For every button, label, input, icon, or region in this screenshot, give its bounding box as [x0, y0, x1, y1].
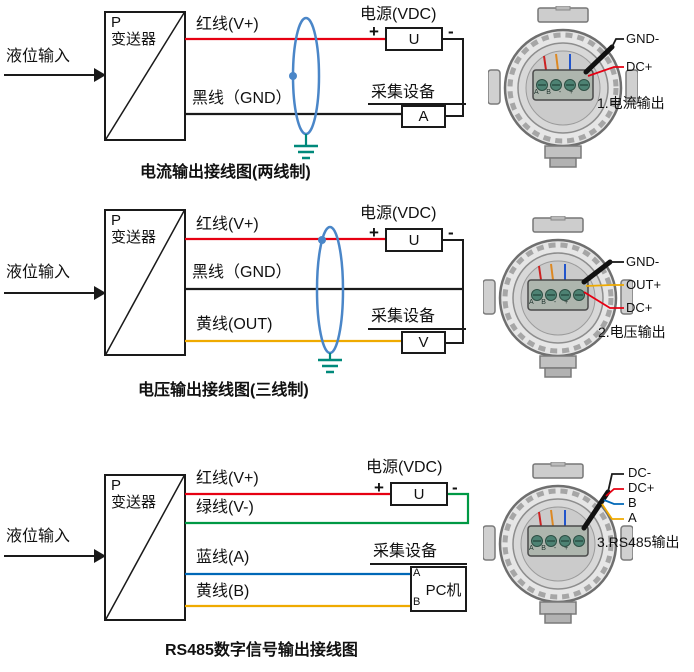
loop-return-wire: [443, 239, 464, 344]
transmitter-diagonal: [105, 210, 185, 355]
lead-wire-dc: [583, 291, 624, 309]
transmitter-name-label: 变送器: [111, 31, 157, 48]
voltage-output-diagram-lines: [4, 209, 633, 377]
input-label: 液位输入: [6, 528, 71, 545]
collector-title: 采集设备: [371, 308, 436, 325]
input-arrow-head: [94, 549, 106, 563]
lead-wire-dcplus: [605, 488, 624, 497]
device-cable-1: [583, 44, 615, 75]
power-supply-box: U: [385, 228, 443, 252]
power-plus-sign: +: [369, 22, 379, 41]
transmitter-p-label: P: [111, 477, 122, 494]
lead-label-gnd: GND-: [626, 31, 660, 46]
terminal-device-photo-2: [483, 216, 633, 377]
input-arrow-head: [94, 286, 106, 300]
input-arrow-head: [94, 68, 106, 82]
pc-label: PC机: [425, 581, 462, 599]
wire-label-red: 红线(V+): [196, 216, 259, 233]
wire-label-yellow: 黄线(B): [196, 583, 250, 600]
device-terminal-letters: A B - +: [529, 545, 572, 552]
diagram-caption-voltage: 电压输出接线图(三线制): [138, 382, 309, 399]
diagram-caption-rs485: RS485数字信号输出接线图: [165, 642, 358, 659]
power-unit-label: U: [408, 30, 420, 48]
lead-wire-dcminus: [607, 473, 624, 493]
wire-label-red: 红线(V+): [196, 16, 259, 33]
pc-port-a-label: A: [413, 567, 421, 579]
transmitter-name-label: 变送器: [111, 229, 157, 246]
power-unit-label: U: [413, 485, 425, 503]
device-cable-3: [581, 489, 611, 531]
loop-return-wire: [443, 38, 464, 117]
lead-wire-a: [601, 503, 624, 520]
transmitter-p-label: P: [111, 14, 122, 31]
lead-label-dc: DC+: [626, 59, 653, 74]
wire-label-black: 黑线（GND）: [192, 264, 292, 281]
lead-wire-out: [585, 284, 624, 287]
terminal-device-photo-1: [488, 6, 638, 167]
lead-wire-dc: [587, 66, 624, 77]
power-supply-box: U: [385, 27, 443, 51]
collector-title: 采集设备: [373, 543, 438, 560]
power-unit-label: U: [408, 231, 420, 249]
device-output-label: 2.电压输出: [598, 324, 666, 340]
power-title: 电源(VDC): [360, 6, 437, 23]
power-plus-sign: +: [369, 223, 379, 242]
wire-label-yellow: 黄线(OUT): [196, 316, 273, 333]
power-title: 电源(VDC): [366, 459, 443, 476]
transmitter-diagonal: [105, 12, 185, 140]
collector-unit-label: V: [418, 334, 429, 351]
lead-wire-gnd: [611, 38, 624, 48]
lead-label-b: B: [628, 495, 637, 510]
lead-label-dcplus: DC+: [628, 480, 655, 495]
lead-label-a: A: [628, 510, 637, 525]
current-output-diagram-lines: [4, 6, 638, 167]
collector-box: V: [401, 331, 446, 354]
collector-unit-label: A: [418, 108, 429, 125]
rs485-output-diagram-lines: [4, 462, 633, 623]
collector-title: 采集设备: [371, 84, 436, 101]
lead-label-gnd: GND-: [626, 254, 660, 269]
input-label: 液位输入: [6, 48, 71, 65]
wire-label-blue: 蓝线(A): [196, 549, 250, 566]
diagram-caption-current: 电流输出接线图(两线制): [140, 164, 311, 181]
device-output-label: 3.RS485输出: [597, 534, 680, 550]
lead-wire-b: [603, 499, 624, 505]
lead-label-dcminus: DC-: [628, 465, 652, 480]
green-wire: [185, 492, 470, 525]
transmitter-name-label: 变送器: [111, 494, 157, 511]
device-output-label: 1.电流输出: [597, 95, 665, 111]
lead-label-out: OUT+: [626, 277, 662, 292]
lead-label-dc: DC+: [626, 300, 653, 315]
shield-node-dot: [318, 236, 326, 244]
power-minus-sign: -: [452, 478, 458, 497]
pc-box: PC机: [410, 566, 467, 612]
power-plus-sign: +: [374, 478, 384, 497]
device-terminal-letters: A B - +: [534, 89, 577, 96]
input-label: 液位输入: [6, 264, 71, 281]
collector-box: A: [401, 105, 446, 128]
power-supply-box: U: [390, 482, 448, 506]
device-cable-2: [581, 259, 613, 285]
pc-port-b-label: B: [413, 596, 421, 608]
transmitter-diagonal: [105, 475, 185, 620]
power-minus-sign: -: [448, 22, 454, 41]
wire-label-red: 红线(V+): [196, 470, 259, 487]
power-minus-sign: -: [448, 223, 454, 242]
shield-node-dot: [289, 72, 297, 80]
wire-label-black: 黑线（GND）: [192, 90, 292, 107]
power-title: 电源(VDC): [360, 205, 437, 222]
device-terminal-letters: A B - +: [529, 299, 572, 306]
transmitter-p-label: P: [111, 212, 122, 229]
wire-label-green: 绿线(V-): [196, 499, 254, 516]
